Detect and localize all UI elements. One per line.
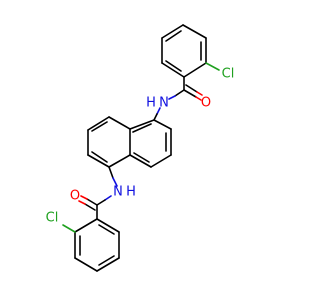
bottom-n-c-bond-a: [104, 195, 112, 201]
bottom-ring-n-bond-b: [112, 177, 118, 187]
bottom-nh-hydrogen-label: H: [126, 185, 136, 200]
bottom-nitrogen-label: N: [113, 185, 123, 200]
bottom-n-c-bond-b: [96, 199, 106, 206]
top-c-n-bond-a: [174, 89, 185, 97]
top-c-o-bond-a: [183, 89, 197, 98]
bottom-c-o-double-b: [78, 200, 86, 205]
top-nitrogen-label: N: [159, 96, 169, 111]
bottom-ring-n-bond-a: [108, 166, 114, 179]
bottom-c-o-double-a: [84, 203, 96, 211]
top-nh-hydrogen-label: H: [146, 96, 156, 111]
top-oxygen-label: O: [201, 96, 211, 111]
bottom-c-o-bond-b: [80, 195, 88, 200]
molecule-diagram: Cl O N H N H O Cl: [46, 24, 235, 272]
top-benzene-ring: [161, 24, 207, 78]
structure-drawing: Cl O N H N H O Cl: [46, 24, 235, 272]
bottom-c-o-bond-a: [86, 198, 98, 206]
top-c-o-bond-b: [195, 96, 202, 101]
top-c-o-double-a: [185, 84, 198, 93]
naphthalene-core: [87, 107, 172, 168]
top-c-o-double-b: [196, 91, 203, 96]
bottom-chlorine-label: Cl: [46, 211, 59, 226]
bottom-oxygen-label: O: [70, 189, 80, 204]
bottom-c-cl-bond: [62, 224, 76, 233]
top-chlorine-label: Cl: [222, 67, 235, 82]
top-c-cl-bond: [205, 62, 220, 71]
bottom-benzene-ring: [74, 218, 120, 272]
top-c-n-bond-b: [168, 95, 176, 100]
